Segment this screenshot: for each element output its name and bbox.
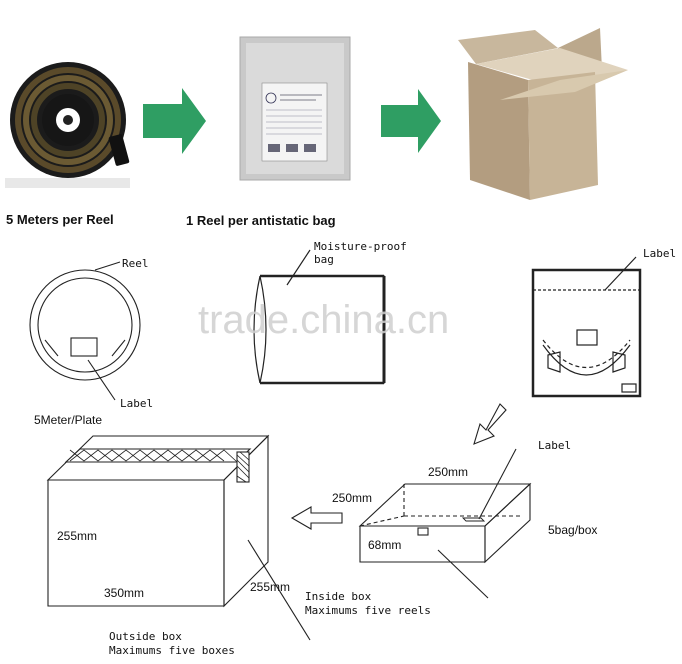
green-arrow-2-icon <box>381 89 441 153</box>
bagged-reel-drawing <box>533 257 640 396</box>
bag-label-line2: bag <box>314 253 334 266</box>
inside-depth-text: 250mm <box>332 491 372 505</box>
inside-width-text: 250mm <box>428 465 468 479</box>
left-arrow-icon <box>292 507 342 529</box>
bagged-label-text: Label <box>643 247 676 260</box>
outside-depth-text: 255mm <box>250 580 290 594</box>
bag-label-line1: Moisture-proof <box>314 240 407 253</box>
reel-drawing <box>30 262 140 400</box>
reel-label-text: Reel <box>122 257 149 270</box>
bag-caption: 1 Reel per antistatic bag <box>186 213 336 228</box>
antistatic-bag-photo <box>240 37 350 180</box>
inside-height-text: 68mm <box>368 538 401 552</box>
green-arrow-1-icon <box>143 88 206 154</box>
outside-note-line1: Outside box <box>109 630 182 643</box>
inside-note-line1: Inside box <box>305 590 372 603</box>
led-strip-reel-photo <box>0 35 135 195</box>
watermark-text: trade.china.cn <box>198 298 449 342</box>
plate-text: 5Meter/Plate <box>34 413 102 427</box>
outside-height-text: 255mm <box>57 529 97 543</box>
inside-label-text: Label <box>538 439 571 452</box>
outside-note-line2: Maximums five boxes <box>109 644 235 657</box>
reel-caption: 5 Meters per Reel <box>6 212 114 227</box>
inside-note-line2: Maximums five reels <box>305 604 431 617</box>
inside-count-text: 5bag/box <box>548 523 597 537</box>
down-arrow-icon <box>474 404 506 444</box>
reel-label-callout: Label <box>120 397 153 410</box>
outside-width-text: 350mm <box>104 586 144 600</box>
cardboard-box-photo <box>458 28 628 200</box>
